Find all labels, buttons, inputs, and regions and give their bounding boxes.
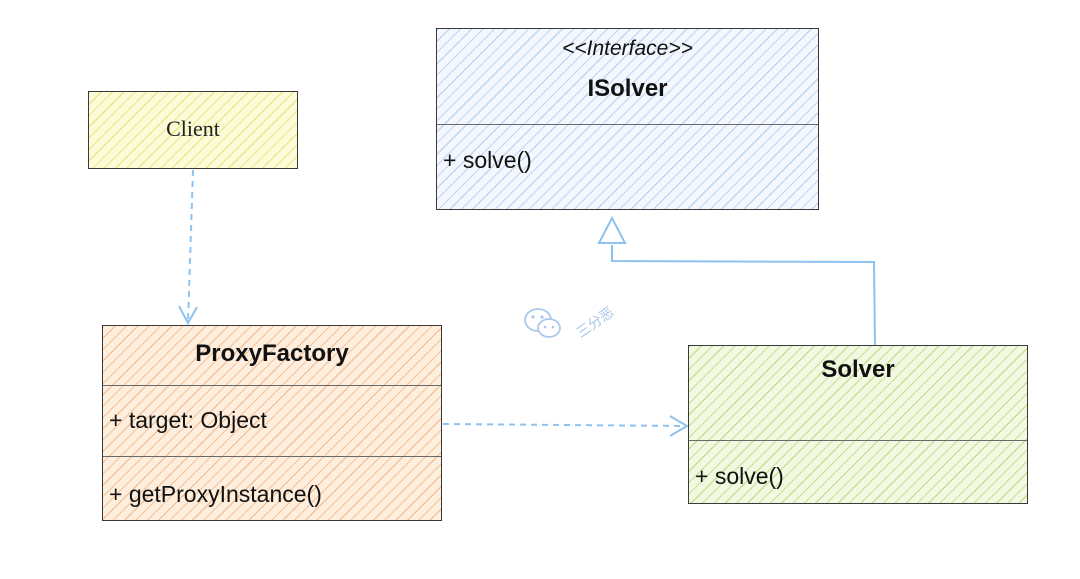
isolver-class-box: <<Interface>> ISolver + solve() xyxy=(436,28,819,210)
class-name: Client xyxy=(166,116,220,141)
realization-triangle xyxy=(597,215,627,244)
class-name: Solver xyxy=(821,356,895,383)
solver-class-box: Solver + solve() xyxy=(688,345,1028,504)
compartment-divider xyxy=(103,385,441,386)
compartment-divider xyxy=(103,456,441,457)
compartment-divider xyxy=(437,124,818,125)
field-label: + target: Object xyxy=(109,407,267,433)
client-to-proxyfactory-dependency xyxy=(187,169,194,323)
wechat-icon xyxy=(524,308,561,338)
method-label: + solve() xyxy=(695,463,784,489)
watermark-text: 三分恶 xyxy=(573,303,617,341)
solver-realizes-isolver-line xyxy=(611,245,876,346)
dependency-arrowhead xyxy=(178,305,198,326)
class-name: ProxyFactory xyxy=(195,340,349,367)
proxyfactory-class-box: ProxyFactory + target: Object + getProxy… xyxy=(102,325,442,521)
method-label: + solve() xyxy=(443,147,532,173)
client-class-box: Client xyxy=(88,91,298,169)
method-label: + getProxyInstance() xyxy=(109,481,322,507)
stereotype-label: <<Interface>> xyxy=(562,37,693,60)
watermark: 三分恶 xyxy=(522,286,642,346)
class-name: ISolver xyxy=(587,75,668,102)
dependency-arrowhead xyxy=(669,415,689,437)
proxyfactory-to-solver-dependency xyxy=(442,423,687,427)
compartment-divider xyxy=(689,440,1027,441)
